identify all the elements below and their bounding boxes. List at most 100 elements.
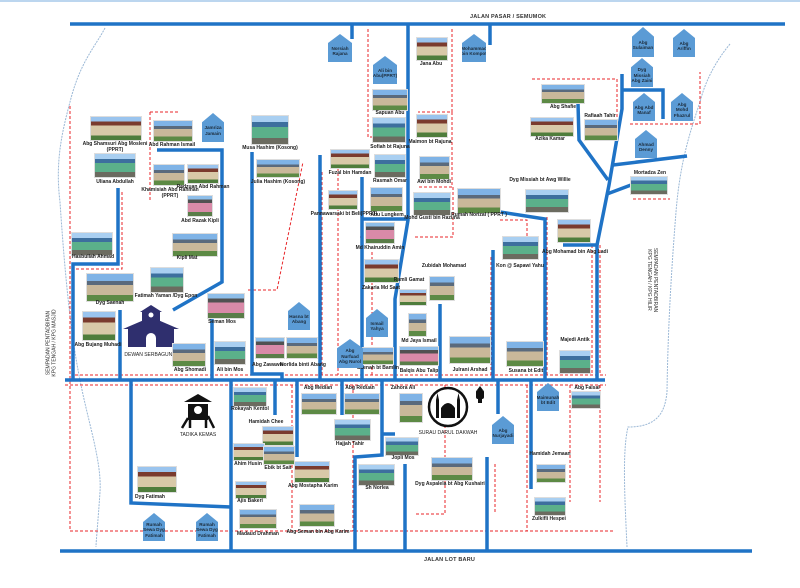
house-photo[interactable] bbox=[234, 444, 264, 460]
house-photo[interactable] bbox=[72, 233, 112, 255]
house-plot-marker[interactable]: Rumah Sewa Dyg Fatimah bbox=[143, 513, 165, 541]
boundary-label-right: SEMPADAN PENTADBIRAN KPG TENGAH / KPG HI… bbox=[646, 248, 658, 312]
house-photo[interactable] bbox=[373, 118, 405, 142]
house-photo[interactable] bbox=[400, 347, 438, 365]
house-plot-marker[interactable]: Abg Mohd Fhazrul bbox=[671, 93, 693, 121]
house-photo[interactable] bbox=[252, 116, 288, 144]
house-photo[interactable] bbox=[432, 458, 472, 480]
house-photo[interactable] bbox=[331, 150, 369, 168]
house-photo[interactable] bbox=[560, 351, 590, 373]
house-label: Uliana Abdullah bbox=[96, 179, 134, 185]
house-plot-marker[interactable]: Rumah Sewa Dyg Fatimah bbox=[196, 513, 218, 541]
house-photo[interactable] bbox=[335, 420, 370, 440]
house-photo[interactable] bbox=[87, 274, 133, 301]
house-photo[interactable] bbox=[531, 118, 573, 136]
house-label: Rafiaah Tahir bbox=[584, 113, 616, 119]
house-photo[interactable] bbox=[366, 223, 394, 243]
plot-label: Mohammad bin Kompot bbox=[461, 45, 487, 57]
house-plot-marker[interactable]: Abg Nurjayadi bbox=[492, 416, 514, 444]
house-label: Dyg Fatimah bbox=[134, 494, 165, 500]
house-photo[interactable] bbox=[420, 157, 449, 179]
house-photo[interactable] bbox=[371, 188, 402, 211]
house-photo[interactable] bbox=[386, 438, 418, 455]
house-photo[interactable] bbox=[91, 117, 141, 140]
house-photo[interactable] bbox=[558, 220, 590, 242]
house-plot-marker[interactable]: Ismail Yahya bbox=[366, 309, 388, 337]
kindergarten-label: TADIKA KEMAS bbox=[179, 432, 217, 438]
house-plot-marker[interactable]: Abg Ariffin bbox=[673, 29, 695, 57]
house-photo[interactable] bbox=[537, 465, 565, 482]
house-photo[interactable] bbox=[542, 85, 584, 103]
house-photo[interactable] bbox=[430, 277, 454, 300]
house-label: Sapuan Abu bbox=[375, 110, 405, 116]
house-photo[interactable] bbox=[458, 189, 500, 213]
house-photo[interactable] bbox=[507, 342, 543, 366]
house-photo[interactable] bbox=[295, 462, 329, 482]
house-photo[interactable] bbox=[365, 260, 398, 282]
house-photo[interactable] bbox=[263, 427, 293, 445]
house-photo[interactable] bbox=[503, 237, 538, 259]
road-label-jalan-lot-baru: JALAN LOT BARU bbox=[424, 557, 476, 563]
house-photo[interactable] bbox=[240, 510, 276, 528]
house-photo[interactable] bbox=[572, 392, 600, 408]
house-photo[interactable] bbox=[188, 196, 212, 216]
house-photo[interactable] bbox=[83, 312, 115, 340]
house-photo[interactable] bbox=[302, 394, 336, 414]
house-label: Rasmah Omar bbox=[373, 178, 407, 184]
house-photo[interactable] bbox=[215, 342, 245, 364]
house-label: Abg Reduan bbox=[345, 385, 375, 391]
house-photo[interactable] bbox=[345, 394, 379, 414]
house-photo[interactable] bbox=[264, 447, 294, 464]
house-photo[interactable] bbox=[535, 498, 565, 515]
house-label: Hasbullah Ahmad bbox=[71, 254, 115, 260]
house-plot-marker[interactable]: Abg Sulaiman bbox=[632, 27, 654, 57]
house-photo[interactable] bbox=[329, 191, 357, 209]
house-photo[interactable] bbox=[188, 165, 218, 183]
river-right bbox=[623, 43, 731, 548]
plot-label: Ali bin Abu(PPRT) bbox=[372, 67, 398, 79]
house-label: Madaud Drahman bbox=[237, 531, 279, 537]
house-plot-marker[interactable]: Dyg Missiah Abg Zaini bbox=[631, 58, 653, 87]
house-plot-marker[interactable]: Maimunah bt Edit bbox=[537, 383, 559, 411]
house-label: Abg Zawawie bbox=[252, 362, 284, 368]
house-photo[interactable] bbox=[154, 121, 192, 141]
house-plot-marker[interactable]: Abg Abd Manaf bbox=[633, 93, 655, 121]
house-photo[interactable] bbox=[526, 190, 568, 212]
house-photo[interactable] bbox=[631, 177, 667, 194]
house-photo[interactable] bbox=[450, 337, 490, 363]
house-photo[interactable] bbox=[300, 505, 334, 526]
house-photo[interactable] bbox=[400, 290, 426, 305]
house-label: Kon @ Sapawi Yahu bbox=[496, 263, 544, 269]
house-photo[interactable] bbox=[256, 338, 284, 358]
plot-label: Norsiah Rajana bbox=[331, 45, 349, 57]
house-plot-marker[interactable]: Ahmad Denny bbox=[635, 130, 657, 158]
house-photo[interactable] bbox=[173, 344, 205, 366]
house-photo[interactable] bbox=[375, 155, 405, 177]
house-label: Rokayah Kentol bbox=[231, 406, 269, 412]
house-photo[interactable] bbox=[585, 120, 617, 140]
house-photo[interactable] bbox=[234, 388, 266, 406]
house-photo[interactable] bbox=[151, 268, 183, 292]
house-photo[interactable] bbox=[414, 193, 450, 215]
house-photo[interactable] bbox=[257, 160, 299, 177]
house-photo[interactable] bbox=[236, 482, 266, 498]
house-photo[interactable] bbox=[154, 165, 184, 185]
house-photo[interactable] bbox=[417, 115, 447, 137]
house-label: Sh Norlea bbox=[365, 485, 389, 491]
house-photo[interactable] bbox=[359, 465, 394, 485]
house-photo[interactable] bbox=[400, 394, 422, 422]
house-photo[interactable] bbox=[208, 294, 244, 318]
house-photo[interactable] bbox=[409, 314, 426, 336]
house-plot-marker[interactable]: Hasna bt Abang bbox=[288, 302, 310, 330]
house-photo[interactable] bbox=[95, 154, 135, 177]
house-photo[interactable] bbox=[173, 234, 217, 256]
house-label: Norlida binti Abang bbox=[280, 362, 326, 368]
house-plot-marker[interactable]: Jamriza Jamain bbox=[202, 113, 224, 142]
house-photo[interactable] bbox=[363, 348, 393, 364]
house-photo[interactable] bbox=[373, 90, 407, 110]
house-photo[interactable] bbox=[138, 467, 176, 492]
house-label: Balqis Abu Talip bbox=[399, 368, 439, 374]
house-photo[interactable] bbox=[417, 38, 447, 60]
house-photo[interactable] bbox=[287, 338, 317, 358]
plot-label: Ahmad Denny bbox=[638, 141, 654, 153]
